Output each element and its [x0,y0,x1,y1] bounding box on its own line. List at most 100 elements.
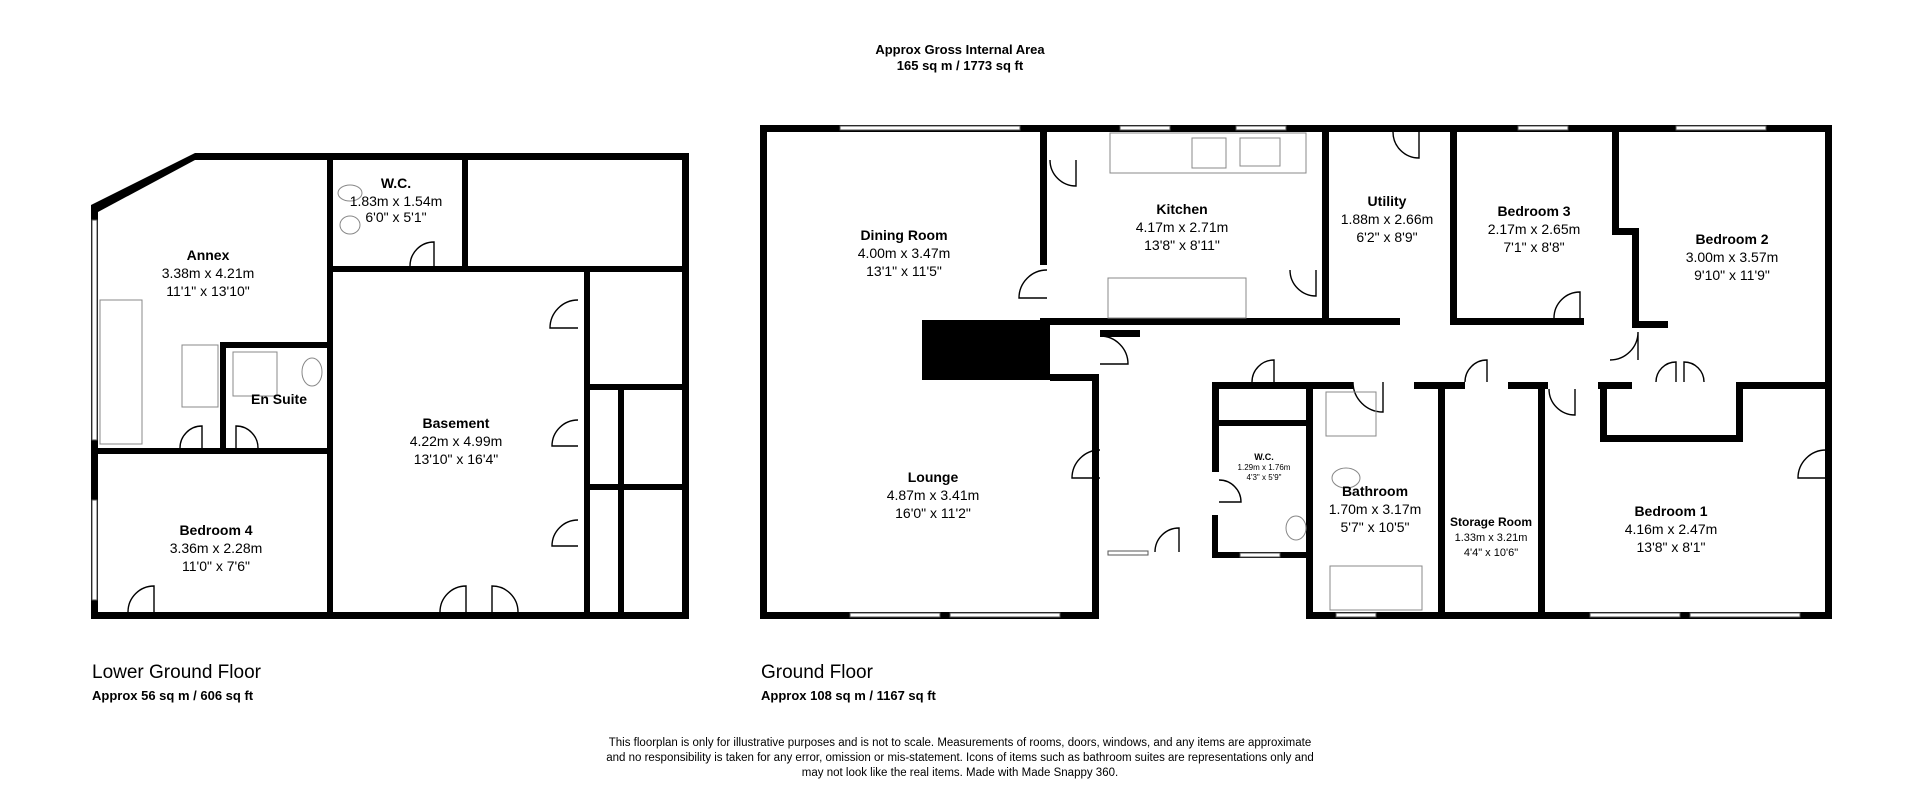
room-name-storage: Storage Room [1450,515,1532,529]
room-imperial-lounge: 16'0" x 11'2" [895,505,971,521]
wall [1612,125,1619,235]
door [1655,361,1677,383]
window [91,219,98,441]
wall [1212,382,1322,389]
door [1352,381,1384,413]
fireplace [922,320,1050,380]
disclaimer-line3: may not look like the real items. Made w… [802,767,1118,779]
wall [1100,330,1140,337]
room-name-bedroom2: Bedroom 2 [1695,231,1768,247]
door [1018,269,1048,299]
room-imperial-utility: 6'2" x 8'9" [1356,229,1417,245]
door [549,299,579,329]
door [179,425,203,449]
disclaimer-line2: and no responsibility is taken for any e… [606,752,1314,764]
wall [1040,125,1047,265]
wall [462,158,468,270]
wall [1538,382,1545,619]
basin-icon [1285,515,1307,541]
window [849,612,941,618]
toilet-icon [301,357,323,387]
window [1119,125,1171,131]
room-metric-wc-ground: 1.29m x 1.76m [1238,463,1291,472]
room-name-bathroom: Bathroom [1342,483,1408,499]
wall [1825,125,1832,619]
door [1609,331,1639,361]
room-name-wc-lower: W.C. [381,175,411,191]
wall [1438,382,1445,619]
wall [1736,382,1832,389]
door [1464,359,1488,383]
room-name-annex: Annex [187,247,230,263]
door [1049,159,1077,187]
door [1218,479,1242,503]
door [1289,269,1317,297]
door [1797,449,1827,479]
room-imperial-storage: 4'4" x 10'6" [1464,547,1518,559]
wall [1612,228,1638,235]
wall [584,484,684,490]
wall [1313,382,1353,389]
room-metric-utility: 1.88m x 2.66m [1341,211,1434,227]
disclaimer-line1: This floorplan is only for illustrative … [609,737,1311,749]
window [949,612,1061,618]
door [439,585,467,613]
door [551,419,579,447]
window [1589,612,1681,618]
wall [1050,374,1098,381]
basin-icon [339,215,361,235]
wall [327,158,333,612]
room-name-bedroom1: Bedroom 1 [1634,503,1707,519]
room-imperial-wc-ground: 4'3" x 5'9" [1247,473,1282,482]
toilet-icon [1331,467,1361,489]
room-imperial-bedroom4: 11'0" x 7'6" [182,558,250,574]
room-imperial-kitchen: 13'8" x 8'11" [1144,237,1220,253]
window [1335,612,1377,618]
door [1392,131,1420,159]
kitchen-counter [1107,277,1247,319]
sink-icon [181,344,219,408]
room-metric-dining: 4.00m x 3.47m [858,245,951,261]
room-imperial-bedroom1: 13'8" x 8'1" [1637,539,1706,555]
gross-area-title: Approx Gross Internal Area [875,42,1045,57]
room-name-utility: Utility [1368,193,1407,209]
room-metric-storage: 1.33m x 3.21m [1455,532,1528,544]
room-name-bedroom4: Bedroom 4 [179,522,252,538]
room-imperial-bedroom3: 7'1" x 8'8" [1503,239,1564,255]
door [1683,361,1705,383]
wall [91,153,195,212]
room-metric-basement: 4.22m x 4.99m [410,433,503,449]
wall [584,384,684,390]
wall [220,342,330,348]
floor-area-ground: Approx 108 sq m / 1167 sq ft [761,688,937,703]
wall [1414,382,1444,389]
wall [618,390,624,484]
counter [99,299,143,445]
wall [682,153,689,619]
gross-area-value: 165 sq m / 1773 sq ft [897,58,1024,73]
room-imperial-bathroom: 5'7" x 10'5" [1341,519,1410,535]
wall [1322,125,1329,325]
lower-ground-floor-plan [91,153,689,619]
kitchen-counter [1109,132,1307,174]
sink-icon [1239,137,1281,167]
wall [1212,382,1219,472]
room-metric-bedroom1: 4.16m x 2.47m [1625,521,1718,537]
wall [91,448,331,454]
wall [1450,125,1457,325]
door [409,241,435,267]
wall [1092,374,1099,619]
room-imperial-dining: 13'1" x 11'5" [866,263,942,279]
room-name-basement: Basement [423,415,490,431]
ground-floor-plan [760,125,1832,619]
room-imperial-annex: 11'1" x 13'10" [166,283,250,299]
wall [760,125,1832,132]
wall [1508,382,1548,389]
room-metric-bedroom4: 3.36m x 2.28m [170,540,263,556]
wall [1600,435,1740,442]
window [1235,125,1287,131]
room-name-kitchen: Kitchen [1156,201,1207,217]
wall [333,266,689,272]
wall [220,342,226,450]
